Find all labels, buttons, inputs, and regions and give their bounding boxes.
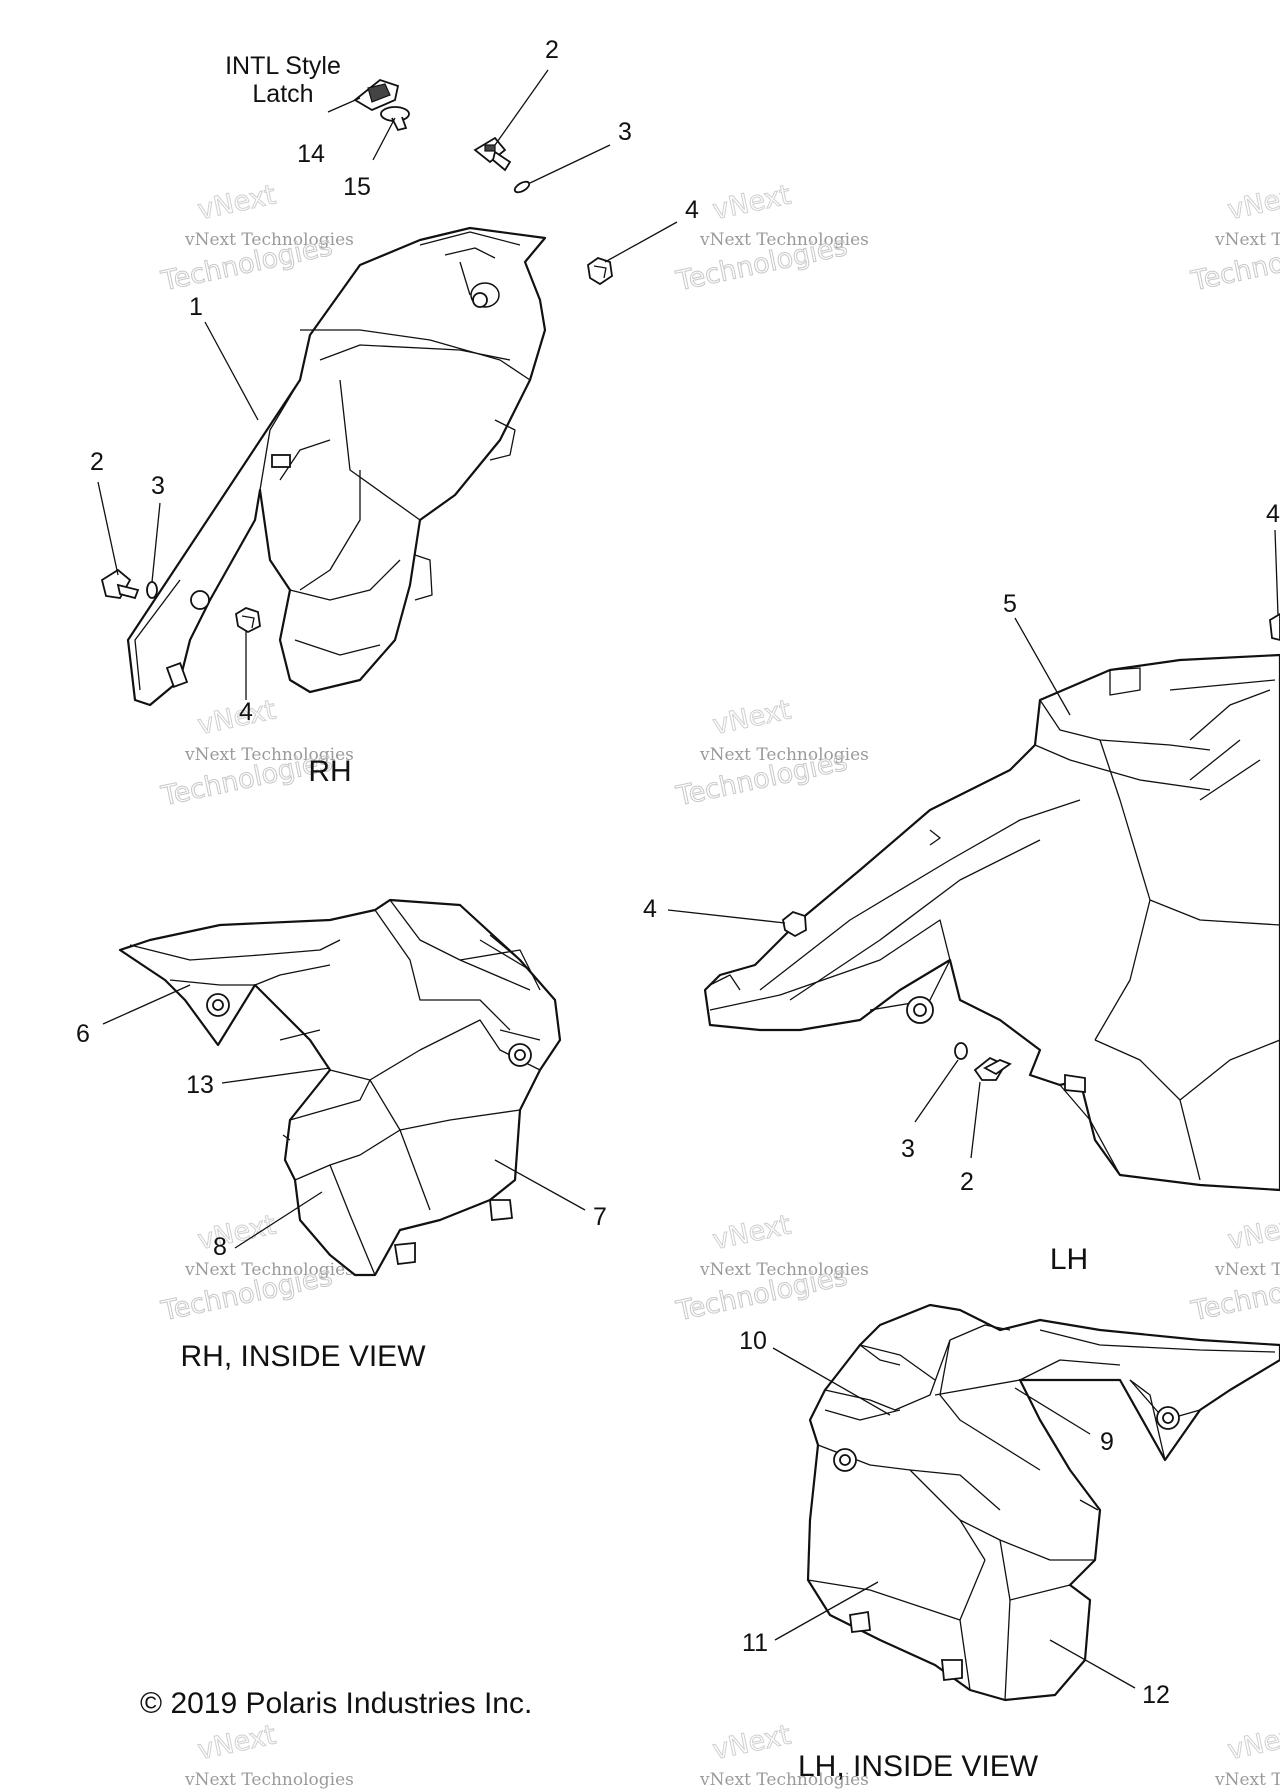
svg-text:vNext: vNext [710, 694, 794, 741]
svg-text:vNext Technologies: vNext Technologies [1214, 1770, 1280, 1790]
svg-text:vNext: vNext [195, 179, 279, 226]
watermark: vNext vNext Technologies Technologies [1188, 1209, 1280, 1328]
intl-latch-icon [353, 78, 400, 112]
washer-icon [954, 1042, 968, 1060]
callout-2: 2 [545, 36, 559, 64]
callout-14: 14 [297, 140, 325, 168]
latch-note: Latch [252, 80, 313, 108]
watermark: vNext vNext Technologies Technologies [158, 694, 354, 813]
washer-icon [513, 180, 531, 194]
svg-text:vNext Technologies: vNext Technologies [699, 1770, 869, 1790]
svg-text:vNext: vNext [195, 694, 279, 741]
grommet-icon [235, 607, 261, 634]
svg-text:vNext: vNext [1225, 1209, 1280, 1256]
svg-text:vNext Technologies: vNext Technologies [184, 1770, 354, 1790]
lh-inside-view-drawing [806, 1303, 1280, 1702]
view-caption-rh: RH [308, 755, 351, 788]
quarter-turn-fastener-icon [973, 1056, 1012, 1081]
callout-2: 2 [90, 448, 104, 476]
watermark: vNext vNext Technologies [184, 1719, 354, 1790]
view-captions: RH LH RH, INSIDE VIEW LH, INSIDE VIEW [180, 755, 1088, 1783]
callout-7: 7 [593, 1203, 607, 1231]
notes: INTL Style Latch [225, 52, 341, 108]
svg-text:vNext Technologies: vNext Technologies [1214, 230, 1280, 250]
view-caption-lh-inside: LH, INSIDE VIEW [798, 1750, 1039, 1783]
watermark: vNext vNext Technologies Technologies [158, 179, 354, 298]
hardware-top [353, 78, 613, 286]
svg-text:vNext Technologies: vNext Technologies [184, 1260, 354, 1280]
callout-4: 4 [1266, 500, 1280, 528]
callout-13: 13 [186, 1071, 214, 1099]
callout-1: 1 [189, 293, 203, 321]
hardware-left [100, 568, 261, 634]
svg-text:vNext: vNext [1225, 1719, 1280, 1766]
grommet-icon [782, 910, 807, 938]
grommet-icon [1269, 612, 1280, 641]
svg-text:vNext Technologies: vNext Technologies [1214, 1260, 1280, 1280]
watermark: vNext vNext Technologies Technologies [673, 179, 869, 298]
callout-11: 11 [742, 1629, 768, 1657]
callout-15: 15 [343, 173, 371, 201]
svg-text:vNext: vNext [1225, 179, 1280, 226]
svg-text:vNext: vNext [710, 179, 794, 226]
callout-5: 5 [1003, 590, 1017, 618]
watermark: vNext vNext Technologies [1214, 1719, 1280, 1790]
watermark: vNext vNext Technologies Technologies [673, 694, 869, 813]
callout-10: 10 [739, 1327, 767, 1355]
callout-3: 3 [901, 1135, 915, 1163]
callout-4: 4 [685, 196, 699, 224]
rh-fender-drawing [126, 226, 547, 707]
callout-3: 3 [151, 472, 165, 500]
callout-4: 4 [239, 698, 253, 726]
callout-3: 3 [618, 118, 632, 146]
callout-4: 4 [643, 895, 657, 923]
callouts: 1 2 3 4 2 3 4 14 15 5 4 4 3 2 6 13 7 8 1… [76, 36, 1280, 1709]
push-rivet-icon [380, 106, 410, 132]
svg-text:vNext: vNext [195, 1719, 279, 1766]
callout-12: 12 [1142, 1681, 1170, 1709]
view-caption-lh: LH [1050, 1243, 1088, 1276]
svg-text:vNext: vNext [710, 1209, 794, 1256]
lh-fender-drawing [703, 612, 1280, 1192]
svg-text:vNext: vNext [710, 1719, 794, 1766]
svg-text:vNext Technologies: vNext Technologies [699, 1260, 869, 1280]
callout-2: 2 [960, 1168, 974, 1196]
svg-text:vNext Technologies: vNext Technologies [699, 230, 869, 250]
copyright-notice: © 2019 Polaris Industries Inc. [140, 1687, 532, 1720]
rh-inside-view-drawing [118, 898, 562, 1277]
leader-lines [97, 69, 1279, 1689]
callout-8: 8 [213, 1233, 227, 1261]
intl-style-note: INTL Style [225, 52, 341, 80]
grommet-icon [587, 257, 613, 286]
svg-text:vNext: vNext [195, 1209, 279, 1256]
callout-6: 6 [76, 1020, 90, 1048]
watermark: vNext vNext Technologies Technologies [1188, 179, 1280, 298]
svg-text:vNext Technologies: vNext Technologies [184, 230, 354, 250]
washer-icon [146, 581, 158, 599]
watermark: vNext vNext Technologies Technologies [673, 1209, 869, 1328]
svg-text:vNext Technologies: vNext Technologies [699, 745, 869, 765]
quarter-turn-fastener-icon [473, 136, 512, 172]
svg-text:vNext Technologies: vNext Technologies [184, 745, 354, 765]
callout-9: 9 [1100, 1428, 1114, 1456]
quarter-turn-fastener-icon [100, 568, 140, 600]
view-caption-rh-inside: RH, INSIDE VIEW [180, 1340, 426, 1373]
